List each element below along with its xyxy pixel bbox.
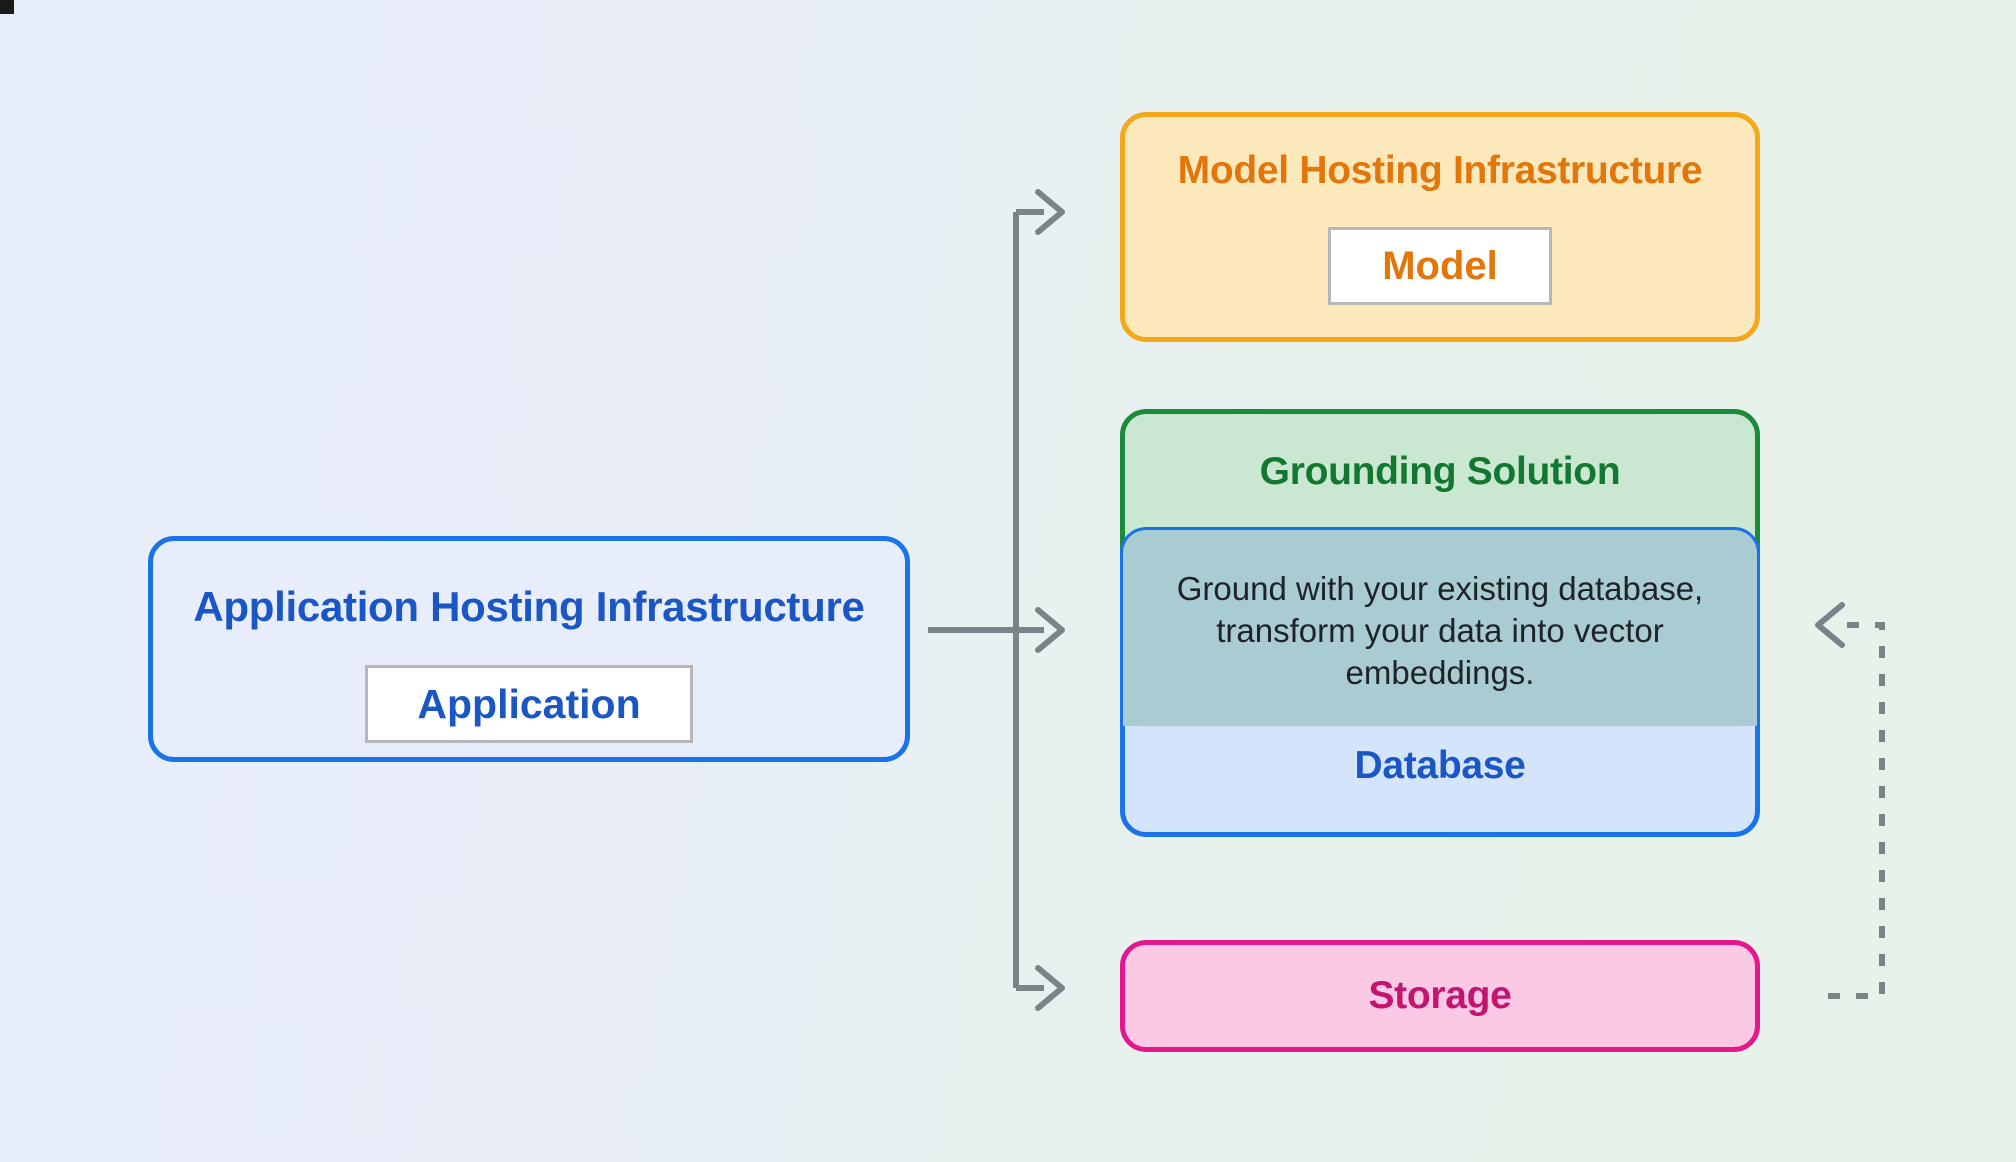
storage-title: Storage [1368,974,1512,1017]
application-hosting-title: Application Hosting Infrastructure [193,583,865,630]
grounding-solution-title: Grounding Solution [1259,450,1621,493]
grounding-description-text: Ground with your existing database, tran… [1176,570,1704,692]
storage-box[interactable]: Storage [1120,940,1760,1052]
arrowhead-grounding [1035,607,1065,653]
database-title: Database [1354,744,1526,787]
arrowhead-storage-to-database [1815,602,1845,648]
model-hosting-infrastructure-box[interactable]: Model Hosting Infrastructure Model [1120,112,1760,342]
application-hosting-infrastructure-box[interactable]: Application Hosting Infrastructure Appli… [148,536,910,762]
model-hosting-title: Model Hosting Infrastructure [1177,149,1703,192]
arrowhead-model [1035,189,1065,235]
application-chip[interactable]: Application [365,665,693,743]
arrowhead-storage [1035,965,1065,1011]
model-chip[interactable]: Model [1328,227,1552,305]
connector-storage-to-database [1828,622,1885,999]
grounding-database-overlap-region [1123,530,1757,726]
